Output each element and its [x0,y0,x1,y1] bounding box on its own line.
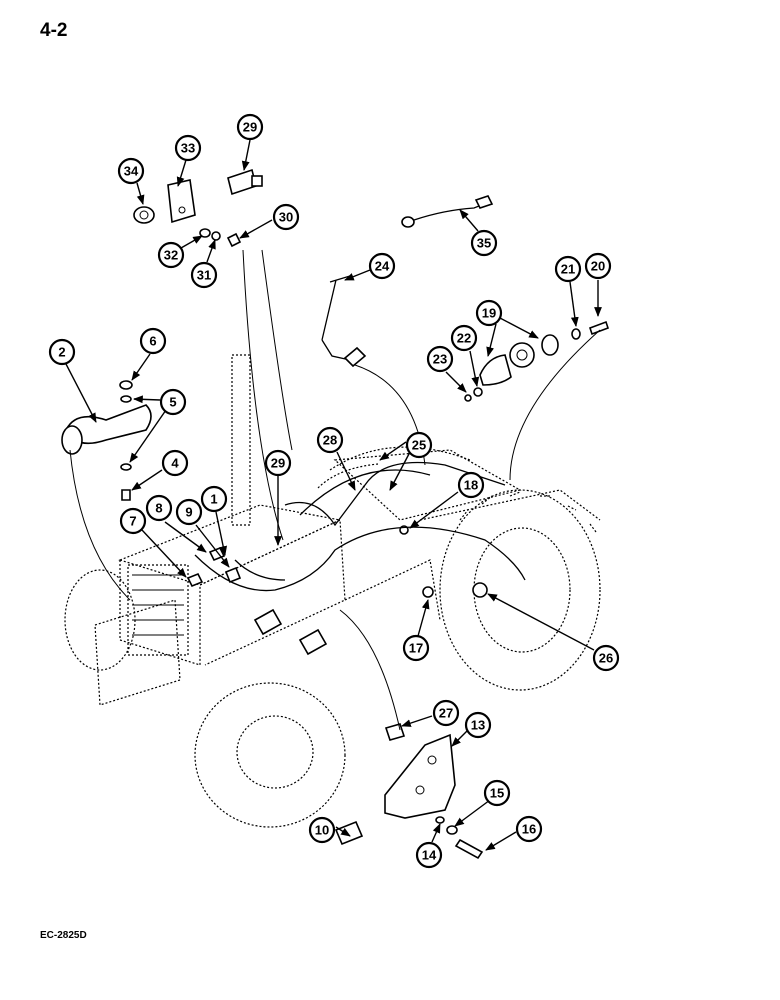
callout-22: 22 [450,324,478,352]
svg-text:1: 1 [210,492,217,507]
document-code: EC-2825D [40,930,87,941]
callout-30: 30 [272,203,300,231]
svg-text:23: 23 [433,352,447,367]
svg-text:19: 19 [482,306,496,321]
page-number: 4-2 [40,20,68,41]
callout-29-middle: 29 [264,449,292,477]
callout-29-top: 29 [236,113,264,141]
svg-text:18: 18 [464,478,478,493]
svg-text:2: 2 [58,345,65,360]
callout-2: 2 [48,338,76,366]
callout-4: 4 [161,449,189,477]
callout-31: 31 [190,261,218,289]
callout-6: 6 [139,327,167,355]
svg-text:29: 29 [243,120,257,135]
svg-text:24: 24 [375,259,390,274]
callout-1: 1 [200,485,228,513]
svg-text:4: 4 [171,456,179,471]
svg-text:7: 7 [129,514,136,529]
callout-32: 32 [157,241,185,269]
callout-19: 19 [475,299,503,327]
callout-10: 10 [308,816,336,844]
callout-8: 8 [145,494,173,522]
callout-15: 15 [483,779,511,807]
svg-text:34: 34 [124,164,139,179]
svg-text:14: 14 [422,848,437,863]
callout-26: 26 [592,644,620,672]
svg-text:15: 15 [490,786,504,801]
svg-text:28: 28 [323,433,337,448]
svg-text:26: 26 [599,651,613,666]
svg-text:21: 21 [561,262,575,277]
callout-23: 23 [426,345,454,373]
svg-text:29: 29 [271,456,285,471]
callout-28: 28 [316,426,344,454]
parts [61,168,610,860]
svg-text:9: 9 [185,505,192,520]
svg-text:31: 31 [197,268,211,283]
svg-text:5: 5 [169,395,176,410]
callout-5: 5 [159,388,187,416]
callout-25: 25 [405,431,433,459]
svg-text:22: 22 [457,331,471,346]
svg-text:8: 8 [155,501,162,516]
svg-text:25: 25 [412,438,426,453]
callout-20: 20 [584,252,612,280]
callout-9: 9 [175,498,203,526]
svg-text:33: 33 [181,141,195,156]
callout-27: 27 [432,699,460,727]
callout-13: 13 [464,711,492,739]
svg-text:6: 6 [149,334,156,349]
callout-7: 7 [119,507,147,535]
callout-24: 24 [368,252,396,280]
svg-text:16: 16 [522,822,536,837]
svg-text:27: 27 [439,706,453,721]
callout-21: 21 [554,255,582,283]
svg-text:32: 32 [164,248,178,263]
callout-34: 34 [117,157,145,185]
callout-14: 14 [415,841,443,869]
callout-16: 16 [515,815,543,843]
callout-17: 17 [402,634,430,662]
callout-33: 33 [174,134,202,162]
svg-text:13: 13 [471,718,485,733]
svg-text:10: 10 [315,823,329,838]
svg-text:20: 20 [591,259,605,274]
svg-text:35: 35 [477,236,491,251]
callout-18: 18 [457,471,485,499]
callout-35: 35 [470,229,498,257]
svg-text:30: 30 [279,210,293,225]
svg-text:17: 17 [409,641,423,656]
leader-lines [65,139,602,851]
